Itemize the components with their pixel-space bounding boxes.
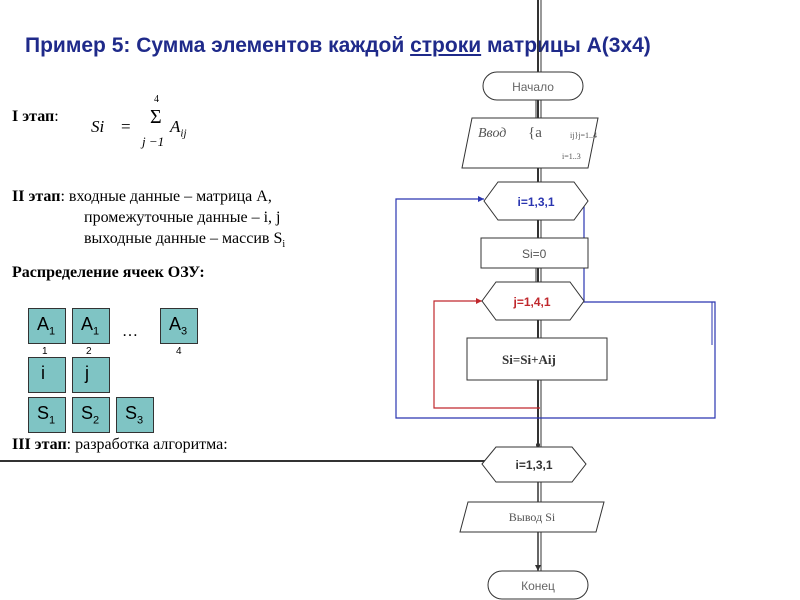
- memory-heading: Распределение ячеек ОЗУ:: [12, 264, 205, 281]
- outer-loop-label: i=1,3,1: [517, 195, 554, 209]
- cell-s1: S1: [28, 397, 66, 433]
- title-middle: : Сумма элементов каждой: [123, 34, 411, 57]
- input-matrix: {a: [528, 125, 542, 141]
- output-label: Вывод Si: [509, 510, 556, 524]
- stage2-line1: II этап: входные данные – матрица А,: [12, 188, 272, 205]
- stage2-line2: промежуточные данные – i, j: [84, 209, 281, 226]
- accumulate-label: Si=Si+Aij: [502, 352, 556, 367]
- sum-formula: Si = 4 Σ j −1 Aij: [88, 92, 208, 154]
- outer-loop-end-label: i=1,3,1: [515, 458, 552, 472]
- cell-s3: S3: [116, 397, 154, 433]
- title-suffix: матрицы А(3х4): [481, 34, 651, 57]
- input-range-i: i=1..3: [562, 152, 581, 161]
- cell-a12: A1: [72, 308, 110, 344]
- output-parallelogram: [459, 501, 605, 533]
- outer-loop-arrow: [478, 196, 484, 202]
- inner-loop-arrow: [476, 298, 482, 304]
- cell-a34-index: 4: [176, 346, 182, 357]
- input-parallelogram: [461, 117, 599, 169]
- stage3-line: III этап: разработка алгоритма:: [12, 436, 228, 453]
- cell-a11: A1: [28, 308, 66, 344]
- inner-loop-start: [481, 281, 585, 321]
- inner-loop-line: [433, 300, 540, 409]
- formula-lower: j −1: [142, 134, 165, 149]
- slide-title: Пример 5: Сумма элементов каждой строки …: [25, 34, 651, 58]
- outer-loop-start: [483, 181, 589, 221]
- cell-s2: S2: [72, 397, 110, 433]
- formula-upper: 4: [154, 94, 159, 105]
- end-label: Конец: [521, 579, 555, 593]
- outer-loop-end: [481, 446, 587, 483]
- title-underlined: строки: [410, 34, 482, 57]
- input-label: Ввод: [478, 126, 506, 141]
- sigma-icon: Σ: [150, 106, 162, 128]
- junction-dot: [536, 443, 540, 447]
- end-arrow: [535, 565, 541, 571]
- cell-i: i: [28, 357, 66, 393]
- cell-a11-index: 1: [42, 346, 48, 357]
- formula-lhs: Si: [91, 117, 105, 136]
- formula-term: Aij: [170, 117, 187, 140]
- init-sum-label: Si=0: [522, 247, 547, 261]
- accumulate-box: [466, 337, 608, 381]
- start-terminator: [482, 71, 584, 101]
- input-range-j: ij}j=1..4: [570, 131, 597, 140]
- outer-loop-line: [395, 198, 716, 419]
- cell-j: j: [72, 357, 110, 393]
- stage1-label: I этап:: [12, 108, 59, 125]
- inner-loop-label: j=1,4,1: [512, 295, 550, 309]
- init-sum-box: [480, 237, 589, 269]
- cell-a12-index: 2: [86, 346, 92, 357]
- start-label: Начало: [512, 80, 554, 94]
- cell-a34: A3: [160, 308, 198, 344]
- title-prefix: Пример 5: [25, 34, 124, 57]
- ellipsis: …: [122, 323, 138, 340]
- formula-eq: =: [121, 117, 131, 136]
- stage2-line3: выходные данные – массив Si: [84, 230, 286, 251]
